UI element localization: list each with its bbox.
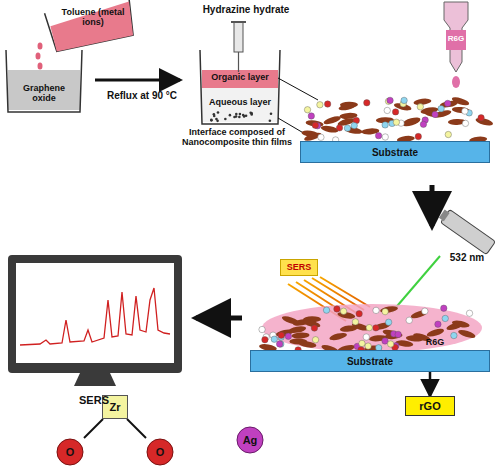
node-text: Ag [243, 434, 258, 446]
oxygen-atom: O [146, 438, 174, 466]
oxygen-atom: O [56, 438, 84, 466]
dropper [444, 2, 468, 88]
nanocomposite-film [259, 305, 477, 355]
r6g-drop [262, 304, 482, 352]
text-label: Reflux at 90 °C [92, 90, 192, 101]
monitor [8, 255, 182, 386]
connector [429, 372, 432, 396]
connector [127, 419, 146, 438]
node-text: Zr [110, 401, 121, 413]
laser [437, 207, 495, 255]
node-text: O [156, 446, 165, 458]
text-label: R6G [418, 338, 452, 348]
text-label: Aqueous layer [204, 98, 276, 108]
text-label: SERS [66, 394, 122, 406]
text-label: 532 nm [438, 252, 496, 263]
syringe [231, 22, 246, 72]
silver-atom: Ag [236, 426, 264, 454]
beaker-reaction [200, 50, 280, 124]
nanocomposite-film [301, 96, 494, 144]
beaker-toluene [45, 0, 137, 52]
node-text: SERS [287, 263, 312, 273]
substrate: Substrate [300, 141, 490, 163]
text-label: Graphene oxide [10, 84, 78, 104]
text-label: Interface composed of Nanocomposite thin… [172, 128, 302, 148]
substrate: Substrate [250, 350, 490, 372]
process-arrow [430, 185, 435, 226]
beaker-graphene-oxide [6, 50, 82, 112]
reflux-arrow [95, 79, 180, 82]
node-text: O [66, 446, 75, 458]
node-text: Substrate [372, 147, 418, 158]
node-text: Substrate [347, 356, 393, 367]
laser-beam [392, 256, 440, 312]
sers-spectrum [20, 288, 170, 345]
interface-particles [210, 111, 272, 122]
drops [36, 43, 43, 70]
zoom-line [278, 78, 318, 100]
text-label: Hydrazine hydrate [196, 4, 296, 15]
sers-tag: SERS [280, 259, 318, 276]
rgo-tag: rGO [405, 396, 455, 416]
connector [84, 419, 103, 438]
node-text: rGO [419, 400, 440, 412]
process-arrow [196, 316, 242, 321]
text-label: Organic layer [204, 73, 276, 83]
text-label: Toluene (metal ions) [60, 8, 126, 28]
text-label: R6G [444, 35, 468, 44]
